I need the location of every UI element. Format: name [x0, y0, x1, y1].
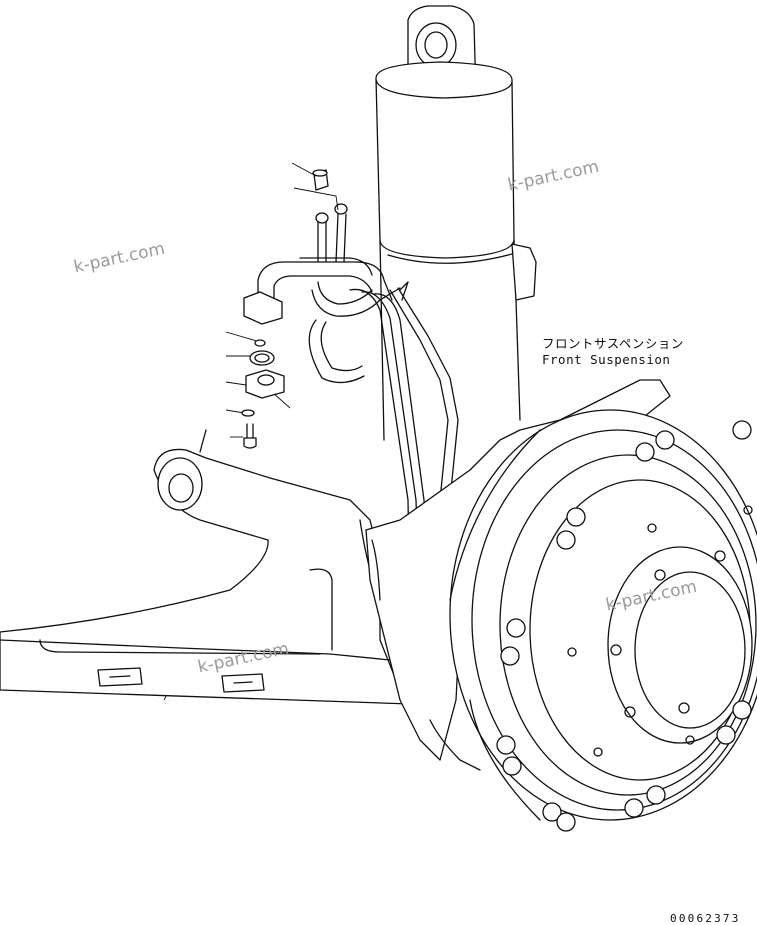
bolt — [243, 423, 257, 449]
cylinder-bracket — [511, 243, 537, 301]
hydraulic-pipes — [243, 257, 459, 621]
fittings — [315, 203, 348, 224]
axle-arm — [0, 429, 441, 706]
label-en: Front Suspension — [542, 352, 671, 367]
fitting-cap — [312, 169, 329, 191]
drawing-code: 00062373 — [670, 912, 741, 925]
label-jp: フロントサスペンション — [542, 336, 684, 351]
clamp — [245, 369, 285, 399]
hydraulic-hoses — [317, 213, 347, 263]
washer — [249, 350, 275, 366]
small-washer — [241, 409, 255, 417]
oring — [254, 339, 266, 347]
wheel-hub — [449, 409, 757, 821]
hub-bolts — [496, 420, 753, 832]
suspension-cylinder — [375, 61, 521, 441]
